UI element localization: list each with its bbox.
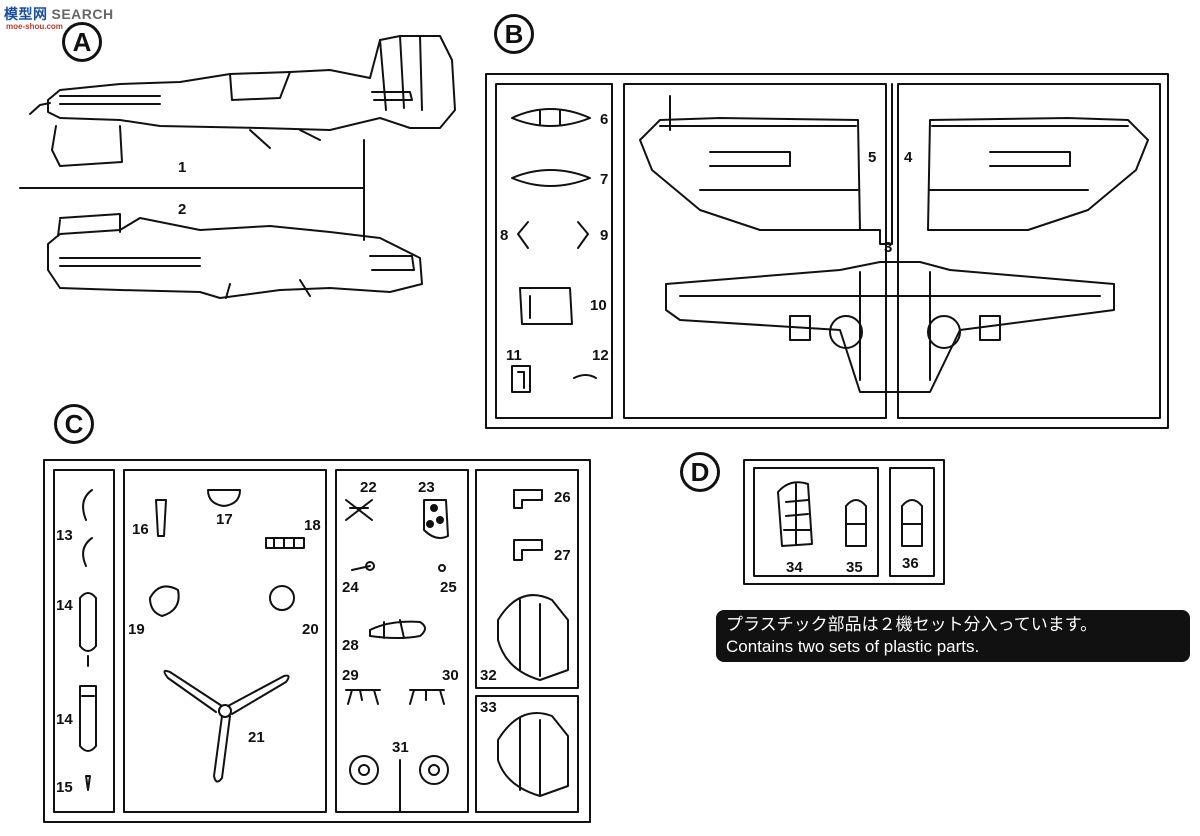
watermark-text-2: SEARCH xyxy=(51,6,114,22)
wheel-31-right xyxy=(419,755,449,785)
sprue-runner-a xyxy=(19,139,365,241)
section-d-badge: D xyxy=(680,452,720,492)
part-label-8: 8 xyxy=(500,227,509,244)
watermark-text-1: 模型网 xyxy=(4,6,48,22)
sprue-frame-d xyxy=(743,459,945,585)
section-b-badge: B xyxy=(494,14,534,54)
landing-gear-30 xyxy=(409,689,445,705)
part-label-30: 30 xyxy=(442,667,459,684)
part-label-17: 17 xyxy=(216,511,233,528)
part-label-14a: 14 xyxy=(56,597,73,614)
part-label-34: 34 xyxy=(786,559,803,576)
fuselage-half-lower xyxy=(47,213,423,299)
part-label-26: 26 xyxy=(554,489,571,506)
drop-tank-14b xyxy=(79,685,97,752)
tail-fin-32 xyxy=(497,594,569,681)
part-label-6: 6 xyxy=(600,111,609,128)
part-label-20: 20 xyxy=(302,621,319,638)
tail-fin-33 xyxy=(497,712,569,797)
section-c-badge: C xyxy=(54,404,94,444)
part-11 xyxy=(511,365,531,393)
part-7 xyxy=(511,169,591,187)
canopy-34 xyxy=(777,481,813,547)
watermark-sub: moe-shou.com xyxy=(6,22,63,31)
part-label-33: 33 xyxy=(480,699,497,716)
part-label-27: 27 xyxy=(554,547,571,564)
part-label-15: 15 xyxy=(56,779,73,796)
part-label-32: 32 xyxy=(480,667,497,684)
part-20 xyxy=(269,585,295,611)
fuselage-half-upper xyxy=(29,35,456,167)
part-label-21: 21 xyxy=(248,729,265,746)
part-label-31: 31 xyxy=(392,739,409,756)
part-label-23: 23 xyxy=(418,479,435,496)
part-label-9: 9 xyxy=(600,227,609,244)
notice-banner: プラスチック部品は２機セット分入っています。 Contains two sets… xyxy=(716,610,1190,662)
part-label-29: 29 xyxy=(342,667,359,684)
part-label-16: 16 xyxy=(132,521,149,538)
part-label-19: 19 xyxy=(128,621,145,638)
part-label-14b: 14 xyxy=(56,711,73,728)
part-12 xyxy=(573,374,597,379)
propeller-21 xyxy=(163,669,290,783)
sprue-frame-b xyxy=(485,73,1169,429)
notice-japanese: プラスチック部品は２機セット分入っています。 xyxy=(726,615,1098,634)
part-label-22: 22 xyxy=(360,479,377,496)
part-label-2: 2 xyxy=(178,201,187,218)
part-22 xyxy=(345,499,373,521)
part-label-7: 7 xyxy=(600,171,609,188)
wing-upper-left xyxy=(639,117,861,231)
canopy-35 xyxy=(845,499,867,547)
wing-upper-right xyxy=(927,117,1149,231)
wheel-31-left xyxy=(349,755,379,785)
part-8 xyxy=(517,221,529,249)
wing-lower xyxy=(665,261,1115,393)
part-17 xyxy=(207,489,241,507)
part-16 xyxy=(155,499,167,537)
part-19 xyxy=(149,585,180,617)
part-18 xyxy=(265,537,305,549)
part-label-1: 1 xyxy=(178,159,187,176)
instrument-panel-10 xyxy=(519,287,573,325)
pilot-figure-28 xyxy=(369,619,426,639)
canopy-part-6 xyxy=(511,108,591,127)
part-label-24: 24 xyxy=(342,579,359,596)
part-9 xyxy=(577,221,589,249)
landing-gear-29 xyxy=(345,689,381,705)
section-a-badge: A xyxy=(62,22,102,62)
part-label-13: 13 xyxy=(56,527,73,544)
sprue-frame-c xyxy=(43,459,591,823)
part-27 xyxy=(513,539,543,561)
part-label-25: 25 xyxy=(440,579,457,596)
part-23 xyxy=(423,499,449,539)
part-label-5: 5 xyxy=(868,149,877,166)
drop-tank-14a xyxy=(79,592,97,667)
part-label-4: 4 xyxy=(904,149,913,166)
part-label-10: 10 xyxy=(590,297,607,314)
part-26 xyxy=(513,489,543,509)
notice-english: Contains two sets of plastic parts. xyxy=(726,637,980,656)
part-label-36: 36 xyxy=(902,555,919,572)
part-label-12: 12 xyxy=(592,347,609,364)
part-label-35: 35 xyxy=(846,559,863,576)
part-label-11: 11 xyxy=(506,347,522,364)
canopy-36 xyxy=(901,499,923,547)
part-label-3: 3 xyxy=(884,239,893,256)
part-label-18: 18 xyxy=(304,517,321,534)
part-label-28: 28 xyxy=(342,637,359,654)
part-25 xyxy=(438,564,446,572)
